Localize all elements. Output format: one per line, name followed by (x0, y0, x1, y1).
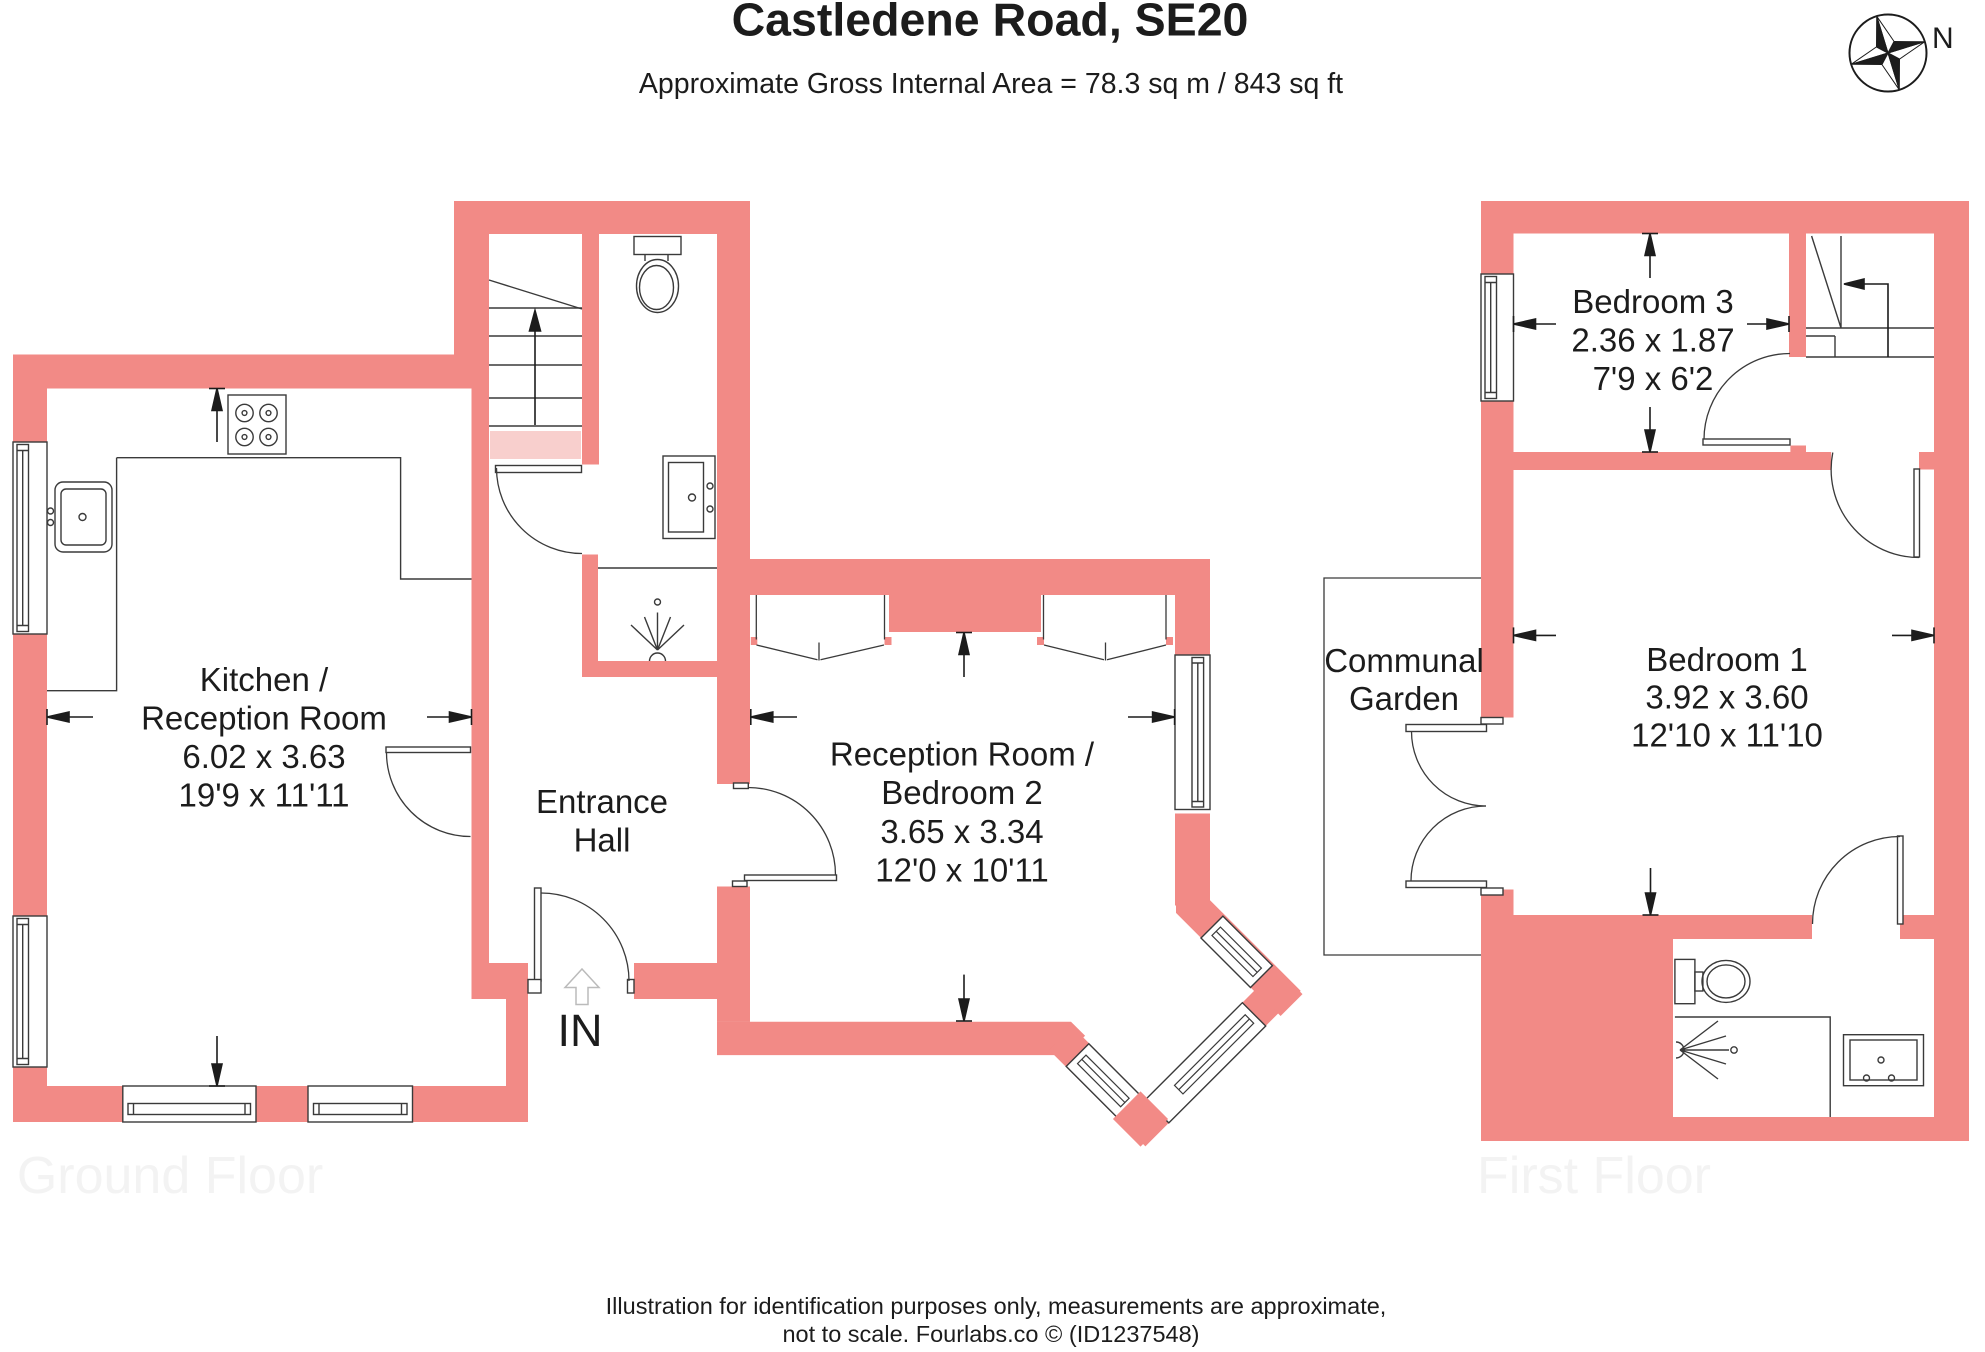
svg-text:Castledene Road, SE20: Castledene Road, SE20 (732, 0, 1249, 46)
svg-text:Approximate Gross Internal Are: Approximate Gross Internal Area = 78.3 s… (639, 68, 1343, 100)
svg-text:Bedroom 1: Bedroom 1 (1646, 641, 1807, 678)
svg-text:Bedroom 3: Bedroom 3 (1572, 283, 1733, 320)
svg-text:N: N (1932, 22, 1954, 55)
svg-text:19'9 x 11'11: 19'9 x 11'11 (178, 777, 349, 814)
svg-text:Hall: Hall (574, 822, 631, 859)
svg-text:7'9 x 6'2: 7'9 x 6'2 (1593, 360, 1714, 397)
svg-text:not to scale. Fourlabs.co © (I: not to scale. Fourlabs.co © (ID1237548) (782, 1321, 1199, 1347)
svg-text:3.65 x 3.34: 3.65 x 3.34 (880, 813, 1043, 850)
svg-text:12'10 x 11'10: 12'10 x 11'10 (1631, 717, 1823, 754)
svg-text:Reception Room: Reception Room (141, 700, 387, 737)
svg-text:Reception Room /: Reception Room / (830, 736, 1095, 773)
svg-text:Communal: Communal (1324, 642, 1484, 679)
svg-text:3.92 x 3.60: 3.92 x 3.60 (1645, 679, 1808, 716)
svg-text:2.36 x 1.87: 2.36 x 1.87 (1571, 322, 1734, 359)
svg-text:Bedroom 2: Bedroom 2 (881, 774, 1042, 811)
svg-text:12'0 x 10'11: 12'0 x 10'11 (875, 852, 1048, 889)
svg-text:First Floor: First Floor (1477, 1147, 1711, 1205)
svg-text:Ground Floor: Ground Floor (17, 1147, 323, 1205)
svg-text:IN: IN (558, 1005, 603, 1056)
svg-text:Illustration for identificatio: Illustration for identification purposes… (606, 1293, 1387, 1319)
svg-text:Entrance: Entrance (536, 783, 668, 820)
svg-text:Kitchen /: Kitchen / (200, 661, 329, 698)
svg-text:Garden: Garden (1349, 680, 1459, 717)
svg-text:6.02 x 3.63: 6.02 x 3.63 (182, 738, 345, 775)
